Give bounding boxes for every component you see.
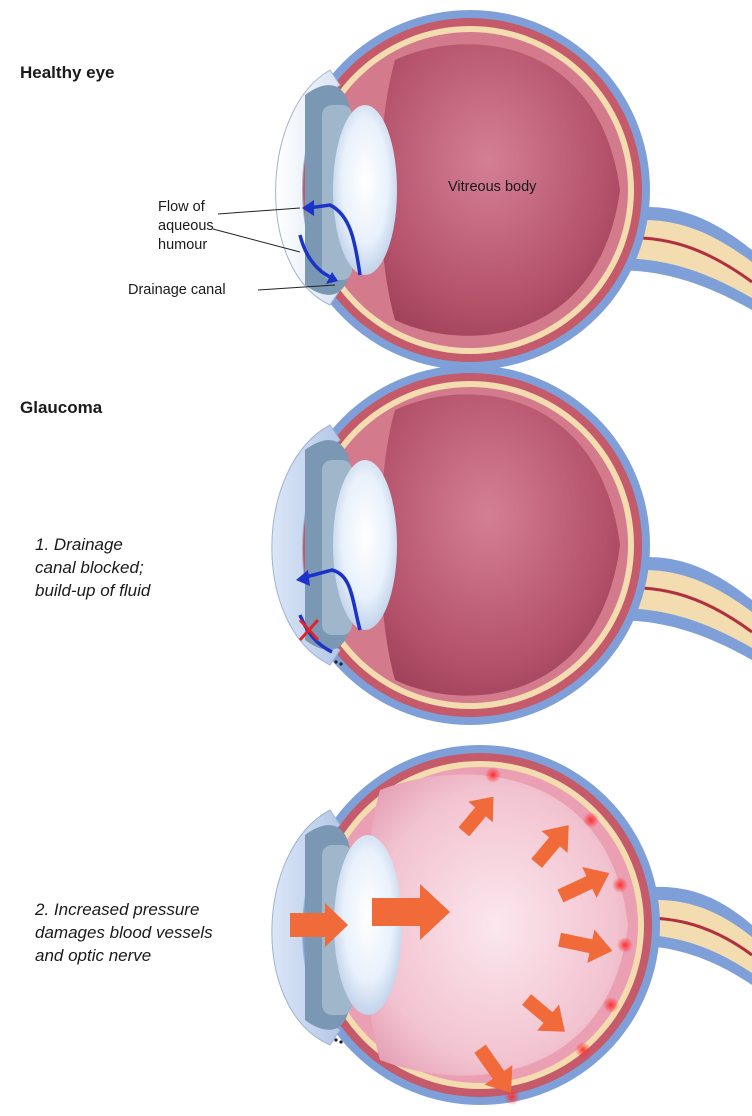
step1-label-line1: 1. Drainage [35,533,123,556]
step1-label-line3: build-up of fluid [35,579,150,602]
step2-label-line3: and optic nerve [35,944,151,967]
flow-label-line2: aqueous [158,217,214,236]
step1-label-line2: canal blocked; [35,556,144,579]
flow-label-line3: humour [158,236,207,255]
flow-label-line1: Flow of [158,198,205,217]
glaucoma-eye-pressure [272,745,752,1105]
drainage-canal-label: Drainage canal [128,281,226,300]
step2-label-line1: 2. Increased pressure [35,898,199,921]
healthy-eye-heading: Healthy eye [20,63,115,83]
glaucoma-heading: Glaucoma [20,398,102,418]
lens [333,105,397,275]
vitreous-body-label: Vitreous body [448,178,536,197]
step2-label-line2: damages blood vessels [35,921,213,944]
glaucoma-eye-blocked [272,365,752,725]
